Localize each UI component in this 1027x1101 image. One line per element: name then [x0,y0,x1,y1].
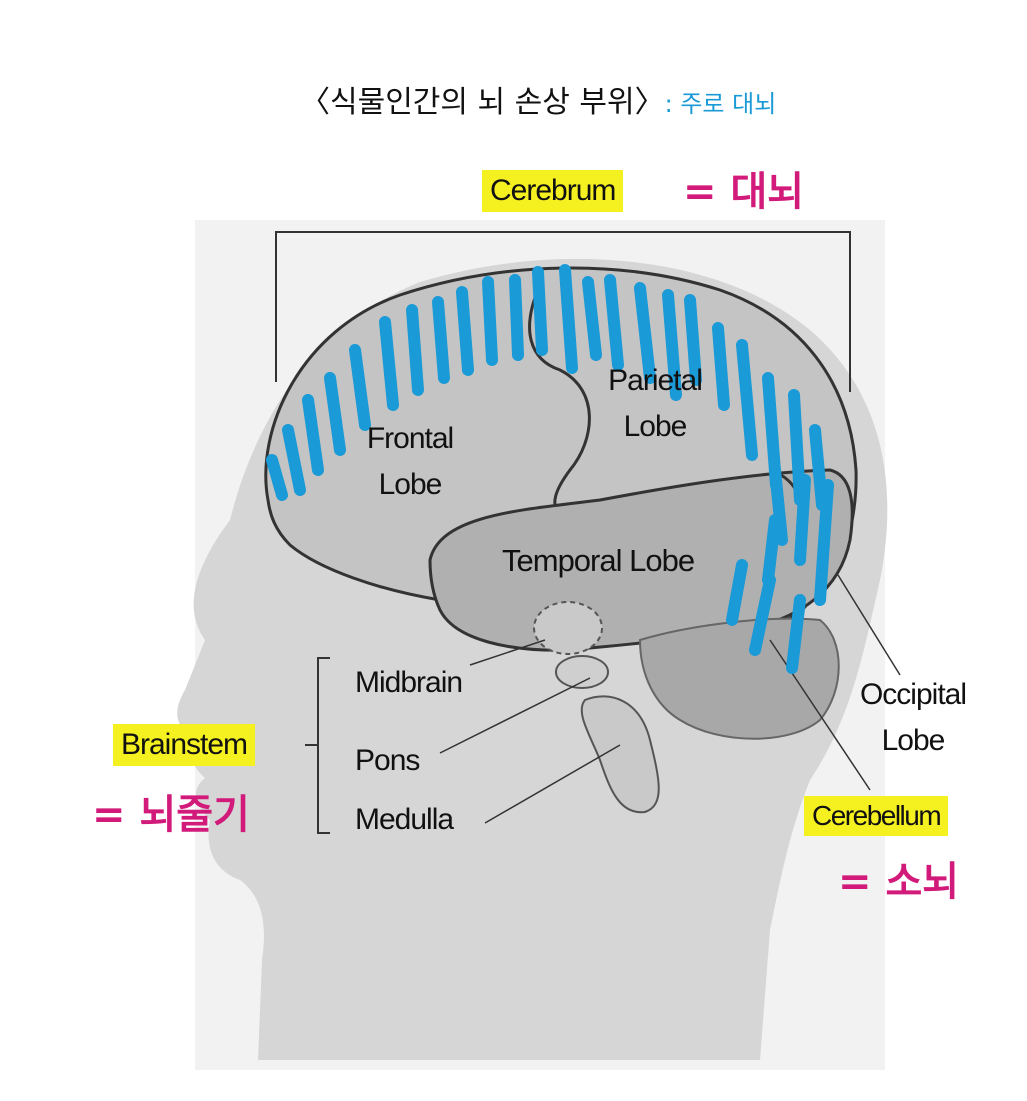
cerebellum-label: Cerebellum [804,796,949,836]
temporal-lobe-shape [428,468,854,652]
title-main: 〈식물인간의 뇌 손상 부위〉 [300,85,665,120]
occipital-lobe-line2: Lobe [881,724,946,757]
brainstem-annotation: = 뇌줄기 [92,792,250,838]
pons-label: Pons [355,744,420,777]
cerebrum-label: Cerebrum [482,170,624,212]
parietal-lobe-label: Parietal Lobe [590,366,720,442]
page-title: 〈식물인간의 뇌 손상 부위〉: 주로 대뇌 [300,88,776,118]
frontal-lobe-line2: Lobe [378,468,443,501]
occipital-leader [837,574,901,676]
central-sulcus [528,284,591,517]
medulla-leader [484,744,621,824]
parietal-lobe-line2: Lobe [623,410,688,443]
medulla-shape [580,695,660,814]
cerebrum-bracket [275,231,851,392]
medulla-label: Medulla [355,803,454,836]
midbrain-label: Midbrain [355,666,463,699]
temporal-lobe-label: Temporal Lobe [502,543,695,578]
midbrain-shape [533,601,603,655]
pons-shape [555,655,609,689]
brainstem-bracket [305,657,330,834]
frontal-lobe-label: Frontal Lobe [345,424,475,500]
cerebrum-annotation: = 대뇌 [683,169,805,215]
pons-leader [439,677,591,754]
title-sub: : 주로 대뇌 [664,90,777,118]
cerebellum-annotation: = 소뇌 [838,859,960,905]
damage-hatching [266,264,834,674]
frontal-lobe-line1: Frontal [366,422,454,455]
occipital-lobe-label: Occipital Lobe [838,680,988,756]
parietal-lobe-line1: Parietal [608,364,703,397]
midbrain-leader [469,639,546,666]
brainstem-label: Brainstem [113,724,256,766]
occipital-lobe-line1: Occipital [859,678,967,711]
